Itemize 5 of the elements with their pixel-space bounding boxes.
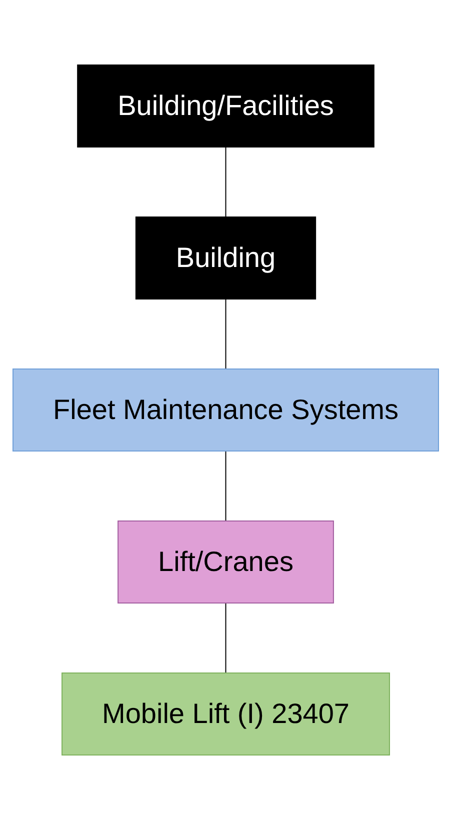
node-box: Fleet Maintenance Systems	[12, 368, 440, 451]
node-box: Building	[136, 216, 316, 299]
node-box: Mobile Lift (I) 23407	[62, 672, 390, 755]
node-box: Lift/Cranes	[118, 520, 334, 603]
node-box: Building/Facilities	[77, 64, 375, 147]
